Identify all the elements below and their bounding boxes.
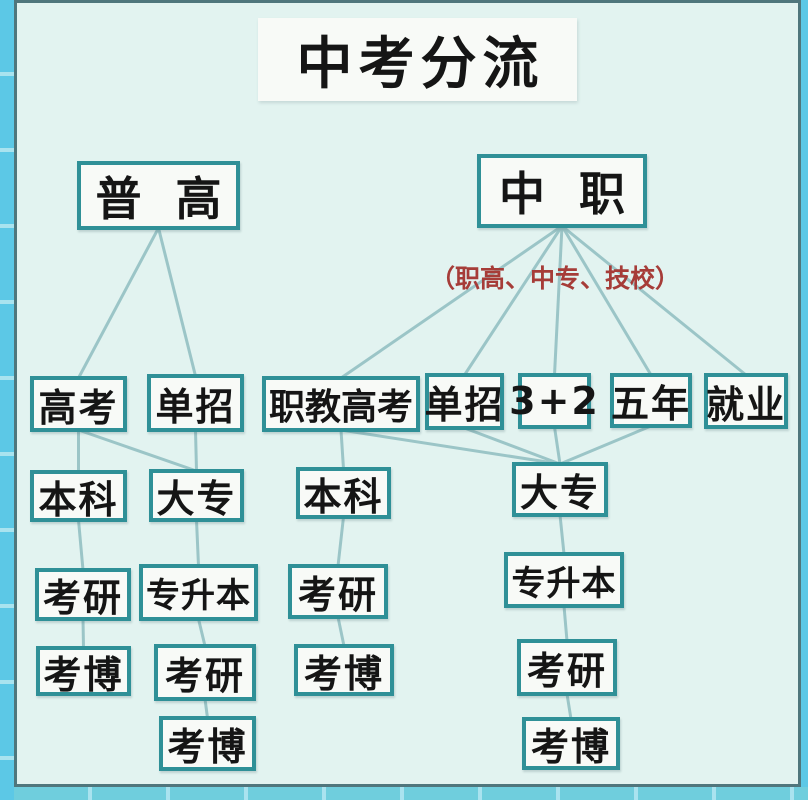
node-five-year: 五年 xyxy=(610,373,692,428)
diagram-title: 中考分流 xyxy=(258,18,577,101)
node-masters-exam-left: 考研 xyxy=(35,568,131,621)
vocational-types-note: （职高、中专、技校） xyxy=(430,264,681,293)
node-employment: 就业 xyxy=(704,373,788,429)
node-college-to-bachelor-right: 专升本 xyxy=(504,552,624,608)
node-regular-high-school: 普高 xyxy=(77,161,240,230)
node-gaokao: 高考 xyxy=(30,376,127,432)
node-vocational-secondary: 中职 xyxy=(477,154,647,228)
node-doctorate-exam-mid: 考博 xyxy=(294,644,394,696)
node-bachelor-left: 本科 xyxy=(30,470,127,522)
node-doctorate-exam-right2: 考博 xyxy=(522,717,620,770)
node-vocational-gaokao: 职教高考 xyxy=(262,376,420,432)
frame-right-strip xyxy=(801,0,808,800)
node-masters-exam-mid: 考研 xyxy=(288,564,388,619)
node-single-recruit-right: 单招 xyxy=(425,373,504,430)
frame-bottom-strip xyxy=(14,787,808,800)
node-bachelor-mid: 本科 xyxy=(296,467,391,519)
node-masters-exam-left2: 考研 xyxy=(154,644,256,701)
node-doctorate-exam-left: 考博 xyxy=(36,646,131,697)
node-college-right: 大专 xyxy=(512,462,608,517)
node-three-plus-two: 3+2 xyxy=(509,373,598,429)
frame-left-strip xyxy=(0,0,14,800)
node-college-left: 大专 xyxy=(149,469,244,522)
node-masters-exam-right2: 考研 xyxy=(517,639,617,696)
node-doctorate-exam-left2: 考博 xyxy=(159,716,256,771)
node-single-recruit-left: 单招 xyxy=(147,374,244,432)
node-college-to-bachelor-left: 专升本 xyxy=(139,564,258,621)
